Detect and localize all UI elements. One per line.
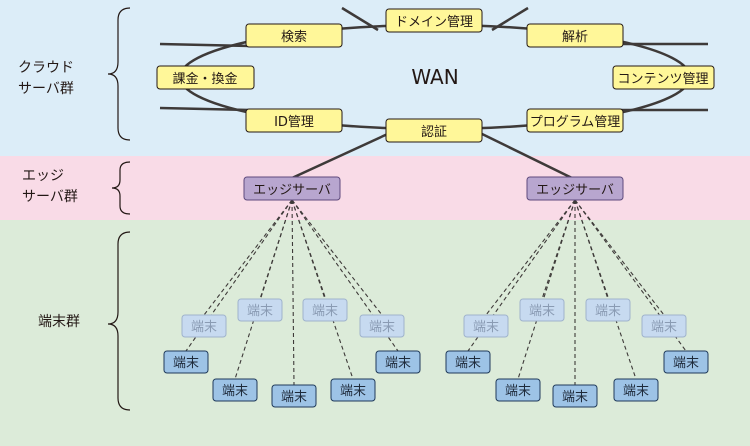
service-billing: 課金・換金 (156, 65, 255, 90)
svg-text:解析: 解析 (562, 30, 588, 45)
service-analysis: 解析 (526, 23, 624, 48)
svg-text:端末: 端末 (529, 304, 555, 319)
terminal-node-faded: 端末 (181, 314, 227, 338)
svg-text:端末: 端末 (247, 304, 273, 319)
svg-text:端末: 端末 (562, 390, 588, 405)
terminal-node-faded: 端末 (463, 314, 509, 338)
wan-label: WAN (411, 65, 458, 89)
edge-brace (111, 161, 131, 215)
service-search: 検索 (245, 23, 343, 48)
svg-text:プログラム管理: プログラム管理 (530, 115, 621, 130)
terminal-node: 端末 (445, 350, 491, 374)
cloud-band-label-line2: サーバ群 (18, 81, 74, 97)
terminal-link (574, 199, 665, 316)
svg-text:ドメイン管理: ドメイン管理 (395, 15, 473, 30)
terminal-boxes: 端末端末端末端末端末端末端末端末端末端末端末端末端末端末端末端末端末端末 (163, 298, 709, 408)
svg-text:端末: 端末 (473, 320, 499, 335)
svg-text:端末: 端末 (505, 384, 531, 399)
svg-text:端末: 端末 (340, 384, 366, 399)
terminal-node: 端末 (271, 384, 317, 408)
svg-text:端末: 端末 (222, 384, 248, 399)
svg-text:端末: 端末 (281, 390, 307, 405)
terminal-node-faded: 端末 (641, 314, 687, 338)
svg-text:エッジサーバ: エッジサーバ (253, 183, 331, 198)
svg-text:コンテンツ管理: コンテンツ管理 (617, 72, 708, 87)
terminal-link (234, 199, 293, 380)
svg-text:端末: 端末 (455, 356, 481, 371)
svg-text:エッジサーバ: エッジサーバ (536, 183, 614, 198)
svg-text:端末: 端末 (623, 384, 649, 399)
svg-text:検索: 検索 (281, 30, 307, 45)
terminal-node-faded: 端末 (302, 298, 348, 322)
terminal-node: 端末 (375, 350, 421, 374)
terminal-node: 端末 (613, 378, 659, 402)
terminal-node-faded: 端末 (519, 298, 565, 322)
terminal-node: 端末 (330, 378, 376, 402)
svg-text:端末: 端末 (385, 356, 411, 371)
svg-text:端末: 端末 (312, 304, 338, 319)
terminal-band-label: 端末群 (38, 314, 80, 330)
service-domain-management: ドメイン管理 (385, 8, 483, 33)
service-authentication: 認証 (385, 118, 483, 143)
terminal-link (517, 199, 576, 380)
wan-spokes (159, 6, 708, 112)
terminal-node: 端末 (663, 350, 709, 374)
terminal-links (185, 199, 687, 386)
service-content-management: コンテンツ管理 (612, 65, 715, 90)
terminal-node: 端末 (163, 350, 209, 374)
edge-band-label-line2: サーバ群 (22, 189, 78, 205)
service-id-management: ID管理 (245, 108, 343, 133)
svg-text:端末: 端末 (673, 356, 699, 371)
terminal-link (291, 199, 399, 352)
terminal-node-faded: 端末 (359, 314, 405, 338)
terminal-link (291, 199, 295, 386)
terminal-link (203, 199, 293, 316)
edge-links (291, 130, 573, 180)
terminal-brace (107, 231, 131, 411)
cloud-band-label-line1: クラウド (18, 60, 74, 76)
service-program-management: プログラム管理 (526, 108, 624, 133)
edge-server-left: エッジサーバ (243, 176, 341, 201)
cloud-brace (107, 7, 131, 141)
terminal-link (485, 199, 576, 316)
terminal-node: 端末 (212, 378, 258, 402)
terminal-node-faded: 端末 (237, 298, 283, 322)
edge-band (0, 156, 750, 220)
terminal-node-faded: 端末 (585, 298, 631, 322)
svg-text:端末: 端末 (651, 320, 677, 335)
terminal-node: 端末 (552, 384, 598, 408)
svg-text:端末: 端末 (595, 304, 621, 319)
terminal-link (291, 199, 354, 380)
svg-text:端末: 端末 (173, 356, 199, 371)
terminal-link (574, 199, 637, 380)
svg-text:認証: 認証 (421, 124, 447, 140)
terminal-link (291, 199, 383, 316)
svg-text:端末: 端末 (191, 320, 217, 335)
svg-text:課金・換金: 課金・換金 (172, 71, 237, 87)
terminal-link (185, 199, 293, 352)
terminal-node: 端末 (495, 378, 541, 402)
edge-band-label-line1: エッジ (22, 168, 64, 184)
svg-text:端末: 端末 (369, 320, 395, 335)
edge-server-right: エッジサーバ (526, 176, 624, 201)
svg-text:ID管理: ID管理 (274, 115, 314, 130)
